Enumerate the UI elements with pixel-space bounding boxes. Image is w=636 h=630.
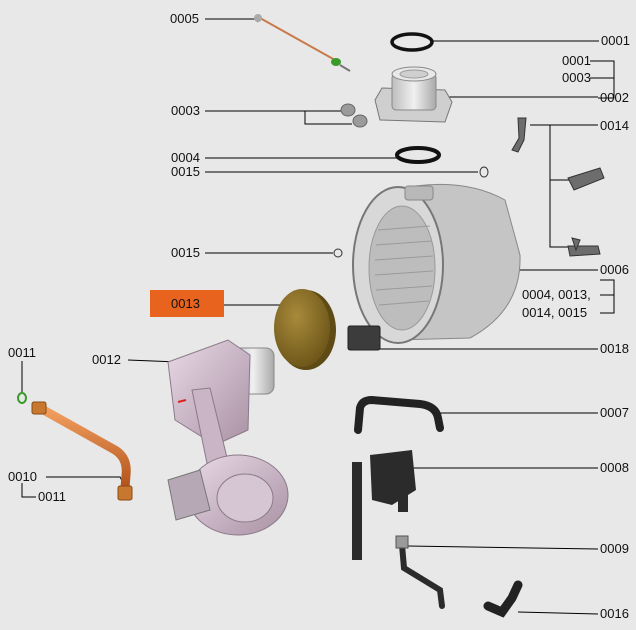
label-0015-lower[interactable]: 0015 [171,245,200,260]
copper-pipe-part [31,401,133,501]
label-0013[interactable]: 0013 [171,296,200,311]
label-group-line-2[interactable]: 0014, 0015 [522,305,588,320]
label-0007[interactable]: 0007 [600,405,629,420]
gasket-part [395,146,441,164]
burner-disc-part [274,289,336,370]
label-0012[interactable]: 0012 [92,352,121,367]
label-0003-group[interactable]: 0003 [562,70,591,85]
label-0009[interactable]: 0009 [600,541,629,556]
plug-parts [340,103,368,128]
siphon-part [352,450,416,560]
label-0011-lower[interactable]: 0011 [38,489,66,504]
selected-part-highlight [150,290,224,317]
hose-0016-part [483,580,523,618]
bracket-parts [511,117,605,257]
small-ring-part-2 [333,248,343,258]
label-0004[interactable]: 0004 [171,150,200,165]
left-ring-part [17,392,27,404]
label-0011[interactable]: 0011 [8,345,36,360]
label-0018[interactable]: 0018 [600,341,629,356]
label-0003[interactable]: 0003 [171,103,200,118]
label-0005[interactable]: 0005 [170,11,199,26]
label-group-line-1[interactable]: 0004, 0013, [522,287,591,302]
heat-exchanger-part [352,183,521,344]
label-0015[interactable]: 0015 [171,164,200,179]
label-0016[interactable]: 0016 [600,606,629,621]
label-0002[interactable]: 0002 [600,90,629,105]
label-0006[interactable]: 0006 [600,262,629,277]
fan-assembly-part [167,339,289,536]
leader-lines [21,18,615,615]
sensor-part [347,325,381,351]
hose-0007-part [354,395,444,434]
label-0001-group[interactable]: 0001 [562,53,591,68]
o-ring-part [390,32,434,52]
label-0008[interactable]: 0008 [600,460,629,475]
label-0010[interactable]: 0010 [8,469,37,484]
flue-adapter-part [374,66,453,123]
small-ring-part [479,166,489,178]
label-0014[interactable]: 0014 [600,118,629,133]
probe-part [254,14,351,72]
pipe-0009-part [395,535,445,609]
label-0001[interactable]: 0001 [601,33,630,48]
